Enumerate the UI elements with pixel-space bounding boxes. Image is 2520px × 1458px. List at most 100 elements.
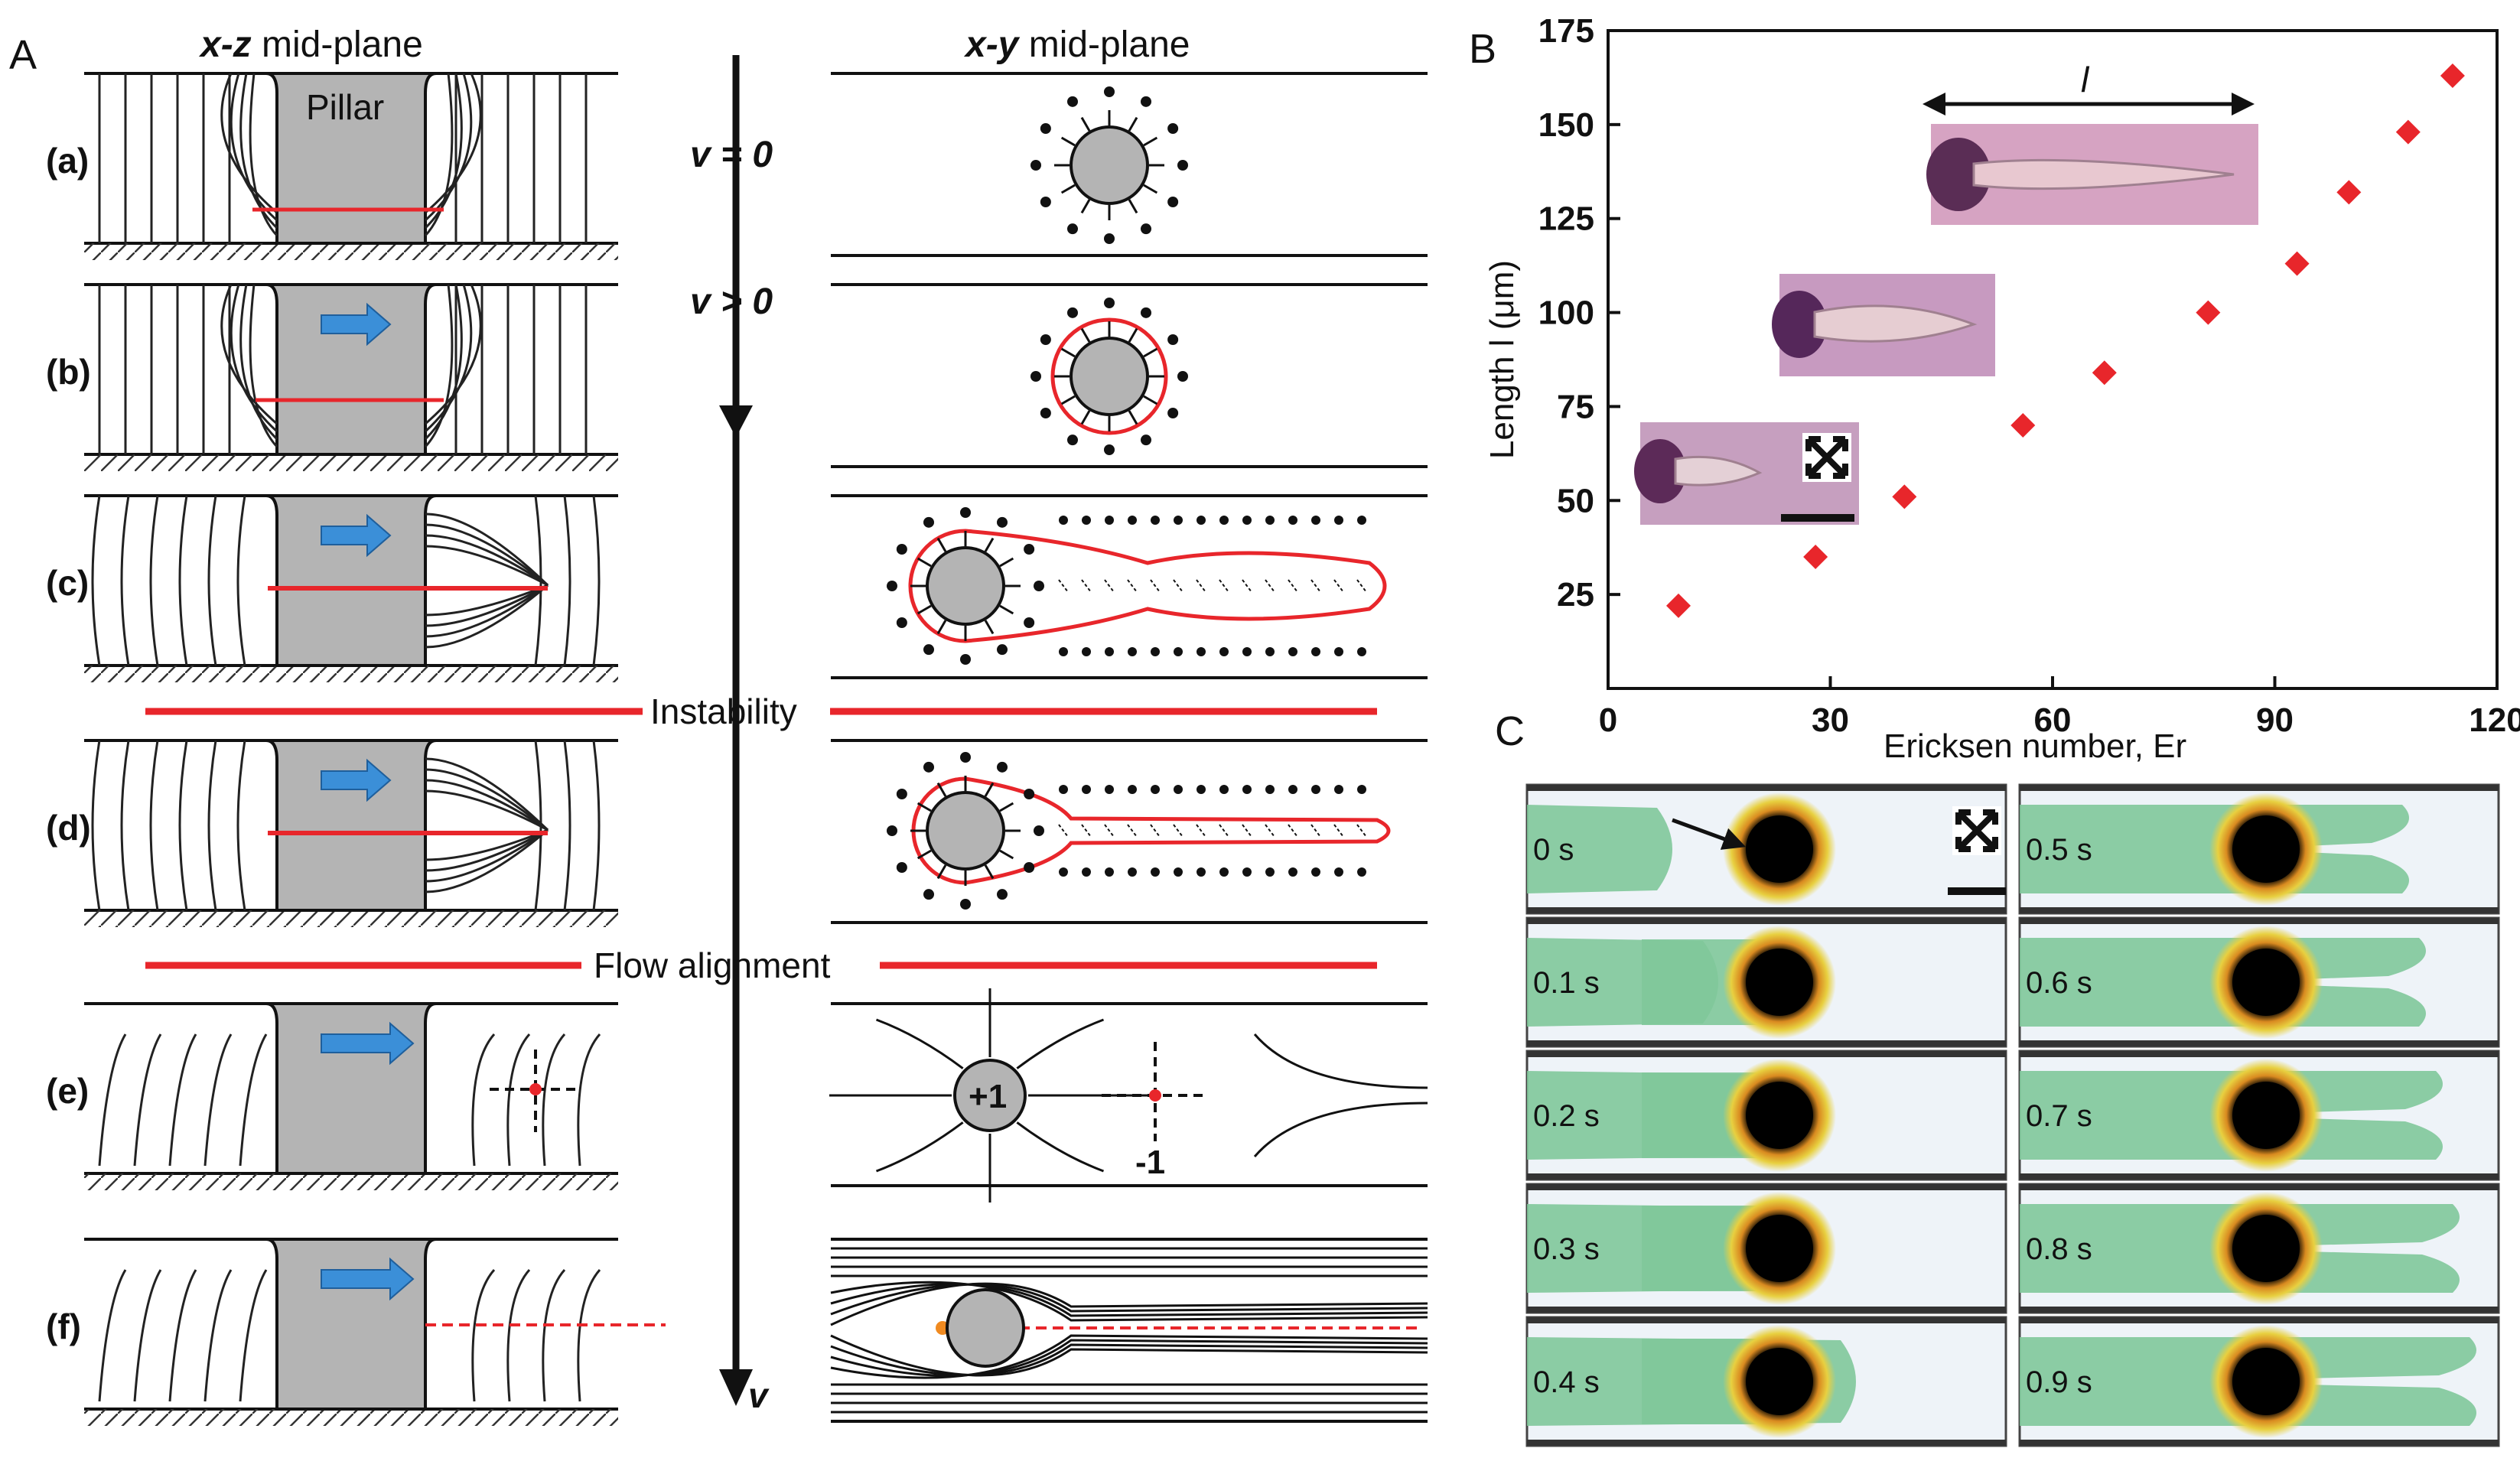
sim-frame: 0.3 s — [1525, 1183, 2007, 1314]
director-tick — [1143, 136, 1158, 147]
xz-title-rest: mid-plane — [252, 24, 423, 65]
molecule-dot — [896, 617, 907, 628]
x-axis-label-text: Ericksen number, Er — [1883, 727, 2186, 765]
molecule-dot — [1040, 334, 1051, 345]
xy-title-axes: x-y — [963, 24, 1021, 65]
frame-time-label: 0.8 s — [2026, 1232, 2092, 1266]
molecule-dot — [1197, 867, 1206, 877]
frame-bottom-wall — [2020, 1307, 2499, 1313]
pillar — [265, 72, 437, 245]
inset-length-label: l — [2081, 60, 2090, 99]
substrate-hatch — [84, 910, 618, 927]
director-dash — [1333, 824, 1344, 838]
molecule-dot — [1311, 867, 1320, 877]
director-tick — [917, 557, 932, 568]
molecule-dot — [1141, 307, 1151, 318]
xz-row-4: (d) — [46, 739, 618, 927]
molecule-dot — [1105, 785, 1114, 794]
director-tick — [1143, 395, 1158, 405]
director-line — [506, 1033, 531, 1167]
director-line — [1016, 1018, 1105, 1069]
pillar-shadow — [2232, 949, 2300, 1016]
director-line — [120, 495, 130, 666]
molecule-dot — [1104, 444, 1115, 455]
v-positive-label: v > 0 — [690, 282, 773, 322]
molecule-dot — [997, 761, 1008, 773]
xy-row-1 — [831, 72, 1428, 257]
director-dash — [1058, 824, 1069, 838]
pillar-label: Pillar — [306, 87, 384, 127]
x-axis-label: Ericksen number, Er — [1883, 727, 2186, 765]
director-line — [592, 495, 601, 666]
x-tick-label: 0 — [1599, 701, 1617, 739]
director-line — [149, 740, 159, 911]
frame-time-label: 0.2 s — [1533, 1099, 1600, 1133]
frame-top-wall — [2020, 918, 2499, 924]
director-line — [425, 768, 549, 832]
molecule-dot — [1040, 408, 1051, 418]
director-tick — [936, 782, 947, 797]
defect-pointer-arrow — [1672, 818, 1747, 850]
director-line — [577, 1268, 601, 1402]
director-line — [178, 740, 188, 911]
molecule-dot — [1059, 516, 1068, 525]
molecule-dot — [997, 889, 1008, 900]
director-dash — [1196, 579, 1206, 593]
molecule-dot — [1151, 516, 1160, 525]
director-tick — [999, 604, 1014, 615]
row-label: (c) — [46, 563, 89, 603]
panel-letter-c: C — [1495, 708, 1525, 754]
director-line — [506, 1268, 531, 1402]
director-tick — [1143, 347, 1158, 358]
molecule-dot — [1288, 647, 1297, 656]
molecule-dot — [1151, 647, 1160, 656]
director-line — [424, 73, 473, 222]
velocity-arrowhead-mid — [719, 405, 753, 438]
director-dash — [1288, 579, 1298, 593]
xy-row-4 — [831, 739, 1428, 924]
director-line — [168, 1269, 197, 1402]
director-line — [425, 584, 549, 617]
sim-frame: 0.7 s — [2018, 1050, 2500, 1181]
director-line — [563, 740, 571, 911]
director-line — [207, 495, 217, 666]
y-tick-label: 100 — [1538, 295, 1594, 332]
panel-letter-a: A — [9, 32, 37, 78]
molecule-dot — [1265, 516, 1275, 525]
molecule-dot — [1105, 516, 1114, 525]
frame-bottom-wall — [2020, 907, 2499, 913]
director-tick — [1080, 410, 1091, 425]
inset-image-2 — [1772, 274, 1995, 376]
data-point — [2440, 63, 2465, 88]
molecule-dot — [896, 862, 907, 873]
director-tick — [1060, 347, 1076, 358]
molecule-dot — [1219, 647, 1229, 656]
molecule-dot — [1034, 581, 1044, 591]
defect-point — [529, 1083, 542, 1095]
data-point — [2092, 360, 2117, 386]
molecule-dot — [1288, 867, 1297, 877]
defect-loop — [908, 529, 1387, 643]
director-tick — [1080, 116, 1091, 132]
frame-top-wall — [2020, 1051, 2499, 1057]
director-line — [471, 1268, 496, 1402]
molecule-dot — [1030, 371, 1041, 382]
frame-bottom-wall — [1527, 1440, 2006, 1446]
pillar — [265, 1002, 437, 1175]
molecule-dot — [1219, 867, 1229, 877]
molecule-dot — [960, 899, 971, 910]
pillar-cross-section — [1070, 337, 1149, 416]
frame-time-label: 0.5 s — [2026, 833, 2092, 867]
frame-time-label: 0.7 s — [2026, 1099, 2092, 1133]
data-point — [2284, 251, 2310, 276]
director-tick — [936, 864, 947, 880]
pillar-shadow — [1746, 1082, 1813, 1149]
sim-frame: 0 s — [1525, 783, 2007, 915]
sim-frame: 0.4 s — [1525, 1316, 2007, 1447]
charge-plus-label: +1 — [969, 1078, 1007, 1115]
pillar-cross-section — [1070, 125, 1149, 205]
molecule-dot — [997, 516, 1008, 528]
director-dash — [1265, 824, 1275, 838]
director-line — [220, 73, 278, 214]
director-tick — [1060, 184, 1076, 194]
